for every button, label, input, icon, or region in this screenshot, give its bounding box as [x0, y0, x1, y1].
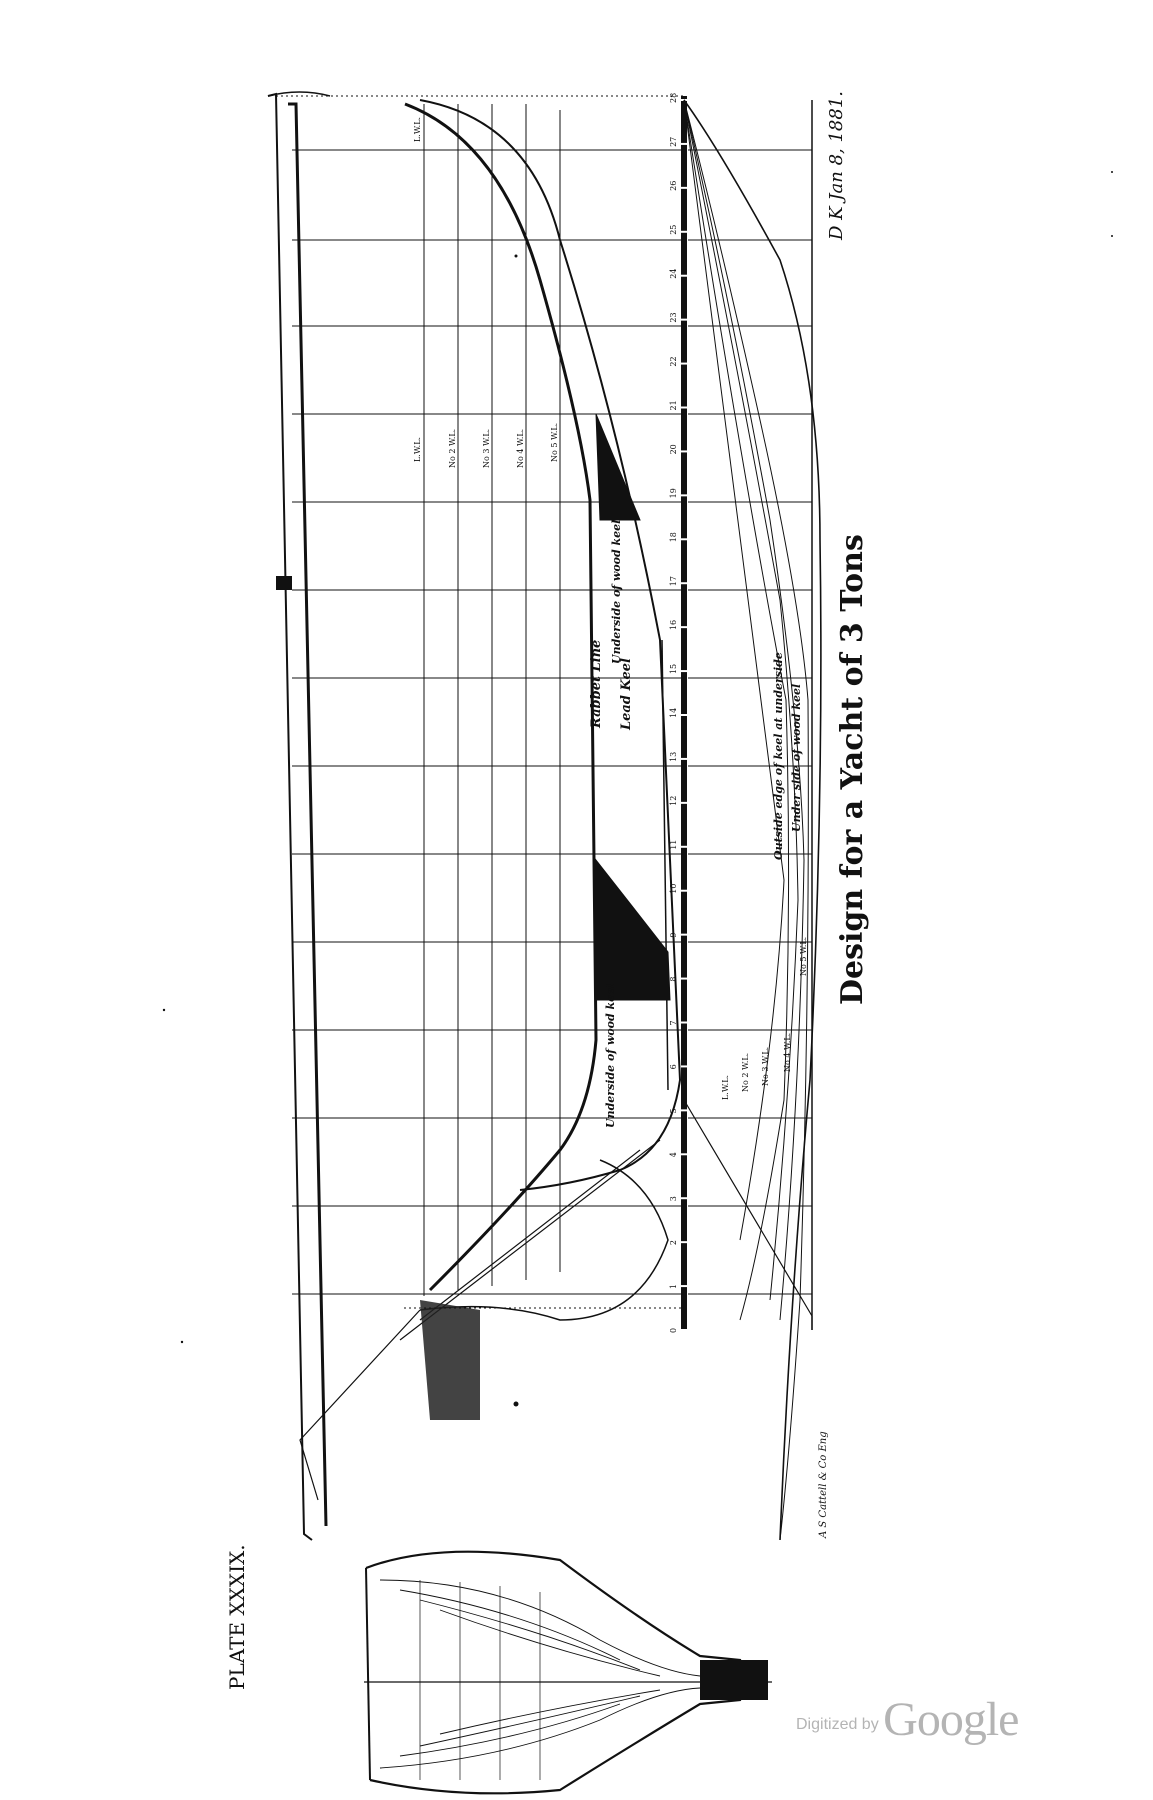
body-plan: [364, 1550, 772, 1795]
station-number: 14: [669, 708, 678, 718]
label-under-side: Under side of wood keel: [790, 684, 803, 832]
engraver-credit: A S Cattell & Co Eng: [818, 1431, 829, 1539]
profile-waterlines: [276, 95, 684, 1309]
station-number: 20: [669, 444, 678, 454]
profile-labels: Rabbet Line Lead Keel Underside of wood …: [413, 117, 634, 1128]
plate-label: PLATE XXXIX.: [225, 1544, 249, 1690]
half-breadth-plan: [683, 99, 822, 1541]
station-ticks: 0123456789101112131415161718192021222324…: [669, 93, 688, 1333]
station-number: 6: [669, 1064, 678, 1069]
label-wl2: No 2 W.L.: [448, 429, 457, 468]
hb-label-wl2: No 2 W.L.: [741, 1053, 750, 1092]
station-number: 2: [669, 1240, 678, 1245]
hb-line-3: [683, 99, 799, 1301]
station-number: 9: [669, 933, 678, 938]
station-number: 28: [669, 93, 678, 103]
bow-profile: [419, 99, 682, 1191]
hb-line-1: [683, 99, 809, 1541]
station-number: 0: [669, 1328, 678, 1333]
mast-mark: [276, 576, 292, 590]
body-keel: [700, 1660, 768, 1700]
label-wl4: No 4 W.L.: [516, 429, 525, 468]
hb-line-5: [683, 99, 785, 1241]
station-number: 4: [669, 1152, 678, 1157]
station-number: 17: [669, 576, 678, 586]
station-number: 11: [669, 840, 678, 850]
station-number: 16: [669, 620, 678, 630]
station-number: 12: [669, 796, 678, 806]
label-underside-wood-keel-fwd: Underside of wood keel: [604, 984, 617, 1128]
sheer-line-outer: [267, 92, 313, 1541]
watermark-brand: Google: [883, 1693, 1019, 1746]
station-number: 23: [669, 312, 678, 322]
body-deck: [365, 1567, 371, 1781]
station-number: 7: [669, 1020, 678, 1025]
station-number: 15: [669, 664, 678, 674]
keel-bottom: [661, 639, 669, 1091]
station-number: 18: [669, 532, 678, 542]
label-lead-keel: Lead Keel: [619, 658, 634, 731]
lead-keel-aft-shade: [595, 858, 671, 1001]
label-lwl-stern: L.W.L.: [413, 117, 422, 142]
station-number: 22: [669, 356, 678, 366]
label-wl3: No 3 W.L.: [482, 429, 491, 468]
sheer-line-inner: [288, 102, 328, 1527]
half-breadth-labels: Outside edge of keel at underside Under …: [721, 652, 808, 1100]
hatched-stern-block: [420, 1300, 480, 1420]
station-number: 13: [669, 752, 678, 762]
scan-specks: [162, 171, 1113, 1407]
body-outline: [365, 1550, 742, 1795]
lead-keel-fwd-shade: [595, 413, 641, 521]
plate-title: Design for a Yacht of 3 Tons: [835, 534, 870, 1005]
rabbet-line: [404, 102, 598, 1292]
label-underside-wood-keel-aft: Underside of wood keel: [610, 520, 623, 664]
hb-line-2: [683, 99, 805, 1321]
counter-line: [299, 1309, 421, 1501]
stern-top: [267, 91, 331, 97]
hb-label-wl4: No 4 W.L.: [783, 1033, 792, 1072]
station-number: 24: [669, 269, 678, 279]
designer-signature: D K Jan 8, 1881.: [826, 91, 847, 241]
watermark-prefix: Digitized by: [796, 1716, 879, 1733]
station-number: 26: [669, 181, 678, 191]
hb-outline: [683, 99, 822, 1541]
rudder-line-a: [419, 1149, 641, 1321]
station-number: 5: [669, 1108, 678, 1113]
label-wl5: No 5 W.L.: [550, 423, 559, 462]
label-lwl: L.W.L.: [413, 437, 422, 462]
station-number: 1: [669, 1284, 678, 1289]
hb-label-wl3: No 3 W.L.: [761, 1047, 770, 1086]
google-watermark: Digitized by Google: [796, 1692, 1019, 1747]
sheer-plan: [267, 91, 687, 1541]
label-rabbet-line: Rabbet Line: [589, 640, 604, 729]
station-number: 10: [669, 884, 678, 894]
label-outside-edge: Outside edge of keel at underside: [772, 652, 785, 860]
hb-label-wl5: No 5 W.L.: [799, 937, 808, 976]
station-number: 19: [669, 488, 678, 498]
station-number: 8: [669, 976, 678, 981]
hb-label-lwl: L.W.L.: [721, 1075, 730, 1100]
station-number: 3: [669, 1196, 678, 1201]
station-number: 27: [669, 137, 678, 147]
hb-line-4: [683, 99, 790, 1321]
station-number: 25: [669, 225, 678, 235]
station-number: 21: [669, 400, 678, 410]
